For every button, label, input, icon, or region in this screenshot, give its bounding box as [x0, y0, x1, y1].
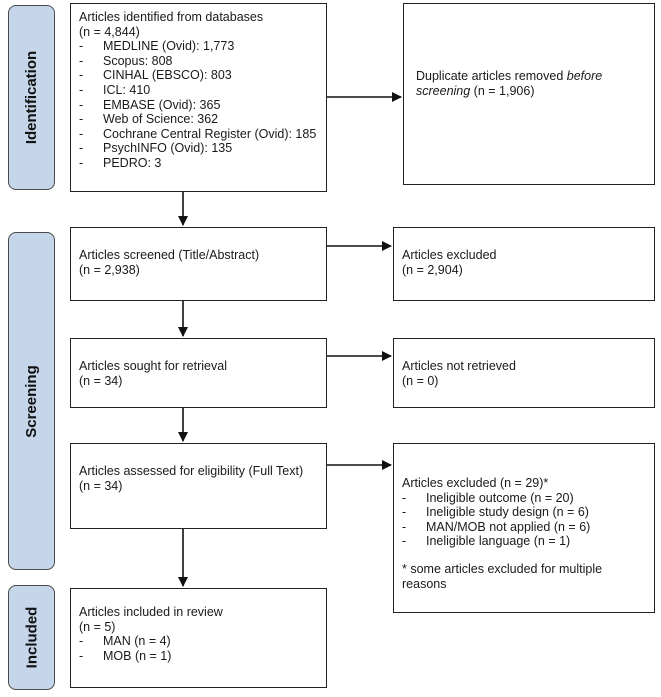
sought-box: Articles sought for retrieval (n = 34) [70, 338, 327, 408]
bullet-dash: - [79, 112, 84, 127]
duplicates-text-a: Duplicate articles removed [416, 69, 567, 83]
source-item: - MEDLINE (Ovid): 1,773 [79, 39, 320, 54]
reason-item: - Ineligible outcome (n = 20) [402, 491, 648, 506]
included-item: - MAN (n = 4) [79, 634, 320, 649]
included-items: - MAN (n = 4) - MOB (n = 1) [79, 634, 320, 663]
identified-sources: - MEDLINE (Ovid): 1,773 - Scopus: 808 - CIN… [79, 39, 320, 170]
bullet-dash: - [79, 53, 84, 68]
reason-item: - Ineligible language (n = 1) [402, 534, 648, 549]
source-label: CINHAL (EBSCO): 803 [103, 68, 232, 83]
duplicates-text-italic: before screening [416, 69, 603, 98]
source-item: - PsychINFO (Ovid): 135 [79, 141, 320, 156]
bullet-dash: - [402, 505, 407, 520]
exclusion-reasons: - Ineligible outcome (n = 20) - Ineligible… [402, 491, 648, 549]
bullet-dash: - [402, 519, 407, 534]
excluded-screen-title: Articles excluded [402, 248, 497, 262]
bullet-dash: - [79, 97, 84, 112]
source-item: - Web of Science: 362 [79, 112, 320, 127]
source-label: Web of Science: 362 [103, 112, 219, 127]
source-item: - PEDRO: 3 [79, 156, 320, 171]
screened-title: Articles screened (Title/Abstract) [79, 248, 260, 262]
source-item: - EMBASE (Ovid): 365 [79, 98, 320, 113]
stage-included: Included [8, 585, 55, 690]
assessed-box: Articles assessed for eligibility (Full … [70, 443, 327, 529]
reason-label: Ineligible study design (n = 6) [426, 505, 589, 520]
screened-box: Articles screened (Title/Abstract) (n = … [70, 227, 327, 301]
included-count: (n = 5) [79, 619, 116, 634]
bullet-dash: - [79, 68, 84, 83]
source-label: Cochrane Central Register (Ovid): 185 [103, 126, 317, 141]
duplicates-box: Duplicate articles removed before screen… [403, 3, 655, 185]
source-label: ICL: 410 [103, 82, 151, 97]
stage-screening-label: Screening [23, 364, 40, 438]
stage-screening: Screening [8, 232, 55, 570]
bullet-dash: - [402, 534, 407, 549]
source-label: PEDRO: 3 [103, 155, 162, 170]
bullet-dash: - [79, 648, 84, 663]
screened-count: (n = 2,938) [79, 262, 140, 277]
bullet-dash: - [79, 634, 84, 649]
source-item: - CINHAL (EBSCO): 803 [79, 68, 320, 83]
not-retrieved-box: Articles not retrieved (n = 0) [393, 338, 655, 408]
bullet-dash: - [79, 141, 84, 156]
source-item: - Scopus: 808 [79, 54, 320, 69]
sought-title: Articles sought for retrieval [79, 359, 227, 373]
source-label: EMBASE (Ovid): 365 [103, 97, 221, 112]
stage-identification-label: Identification [23, 50, 40, 145]
bullet-dash: - [79, 39, 84, 54]
identified-box: Articles identified from databases (n = … [70, 3, 327, 192]
reason-label: MAN/MOB not applied (n = 6) [426, 519, 591, 534]
assessed-count: (n = 34) [79, 478, 123, 493]
source-label: MEDLINE (Ovid): 1,773 [103, 39, 235, 54]
identified-title: Articles identified from databases [79, 10, 264, 24]
reason-label: Ineligible outcome (n = 20) [426, 490, 574, 505]
excluded-footnote: * some articles excluded for multiple re… [402, 561, 603, 591]
not-retrieved-title: Articles not retrieved [402, 359, 516, 373]
assessed-title: Articles assessed for eligibility (Full … [79, 464, 304, 478]
not-retrieved-count: (n = 0) [402, 373, 439, 388]
duplicates-text-b: (n = 1,906) [470, 83, 535, 98]
source-label: PsychINFO (Ovid): 135 [103, 141, 233, 156]
included-item-label: MOB (n = 1) [103, 648, 172, 663]
bullet-dash: - [79, 126, 84, 141]
reason-label: Ineligible language (n = 1) [426, 534, 571, 549]
reason-item: - Ineligible study design (n = 6) [402, 505, 648, 520]
bullet-dash: - [402, 490, 407, 505]
source-label: Scopus: 808 [103, 53, 173, 68]
sought-count: (n = 34) [79, 373, 123, 388]
excluded-screen-count: (n = 2,904) [402, 262, 463, 277]
stage-identification: Identification [8, 5, 55, 190]
excluded-full-box: Articles excluded (n = 29)* - Ineligible … [393, 443, 655, 613]
included-item-label: MAN (n = 4) [103, 634, 171, 649]
excluded-screen-box: Articles excluded (n = 2,904) [393, 227, 655, 301]
identified-count: (n = 4,844) [79, 24, 140, 39]
included-title: Articles included in review [79, 605, 223, 619]
included-item: - MOB (n = 1) [79, 649, 320, 664]
bullet-dash: - [79, 82, 84, 97]
source-item: - ICL: 410 [79, 83, 320, 98]
bullet-dash: - [79, 155, 84, 170]
reason-item: - MAN/MOB not applied (n = 6) [402, 520, 648, 535]
stage-included-label: Included [23, 606, 41, 669]
source-item: - Cochrane Central Register (Ovid): 185 [79, 127, 320, 142]
excluded-full-title: Articles excluded (n = 29)* [402, 476, 549, 490]
included-box: Articles included in review (n = 5) - MAN… [70, 588, 327, 688]
